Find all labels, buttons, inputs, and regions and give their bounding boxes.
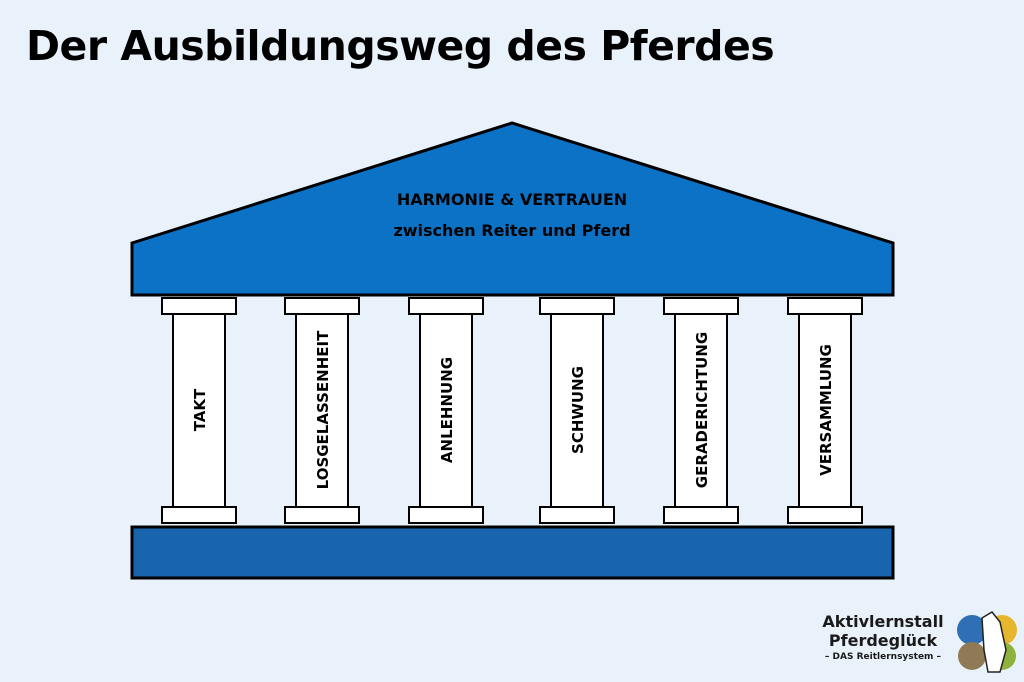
pillar-top-cap — [161, 297, 237, 315]
pillar-label: TAKT — [191, 388, 209, 431]
pillars: TAKT LOSGELASSENHEIT ANLEHNUNG SCHWUNG GERAD… — [161, 297, 863, 524]
pillar-bottom-cap — [539, 506, 615, 524]
roof — [130, 121, 895, 297]
pillar-label: ANLEHNUNG — [438, 357, 456, 463]
pillar-bottom-cap — [787, 506, 863, 524]
pillar-bottom-cap — [284, 506, 360, 524]
page-title: Der Ausbildungsweg des Pferdes — [26, 22, 775, 70]
pillar-bottom-cap — [161, 506, 237, 524]
pillar-bottom-cap — [408, 506, 484, 524]
logo-line-1: Aktivlernstall — [822, 612, 944, 631]
pillar-bottom-cap — [663, 506, 739, 524]
base — [130, 525, 895, 580]
logo: Aktivlernstall Pferdeglück – DAS Reitler… — [818, 612, 948, 662]
pillar-top-cap — [408, 297, 484, 315]
pillar-top-cap — [539, 297, 615, 315]
roof-line-1: HARMONIE & VERTRAUEN — [397, 190, 627, 209]
pillar-label: LOSGELASSENHEIT — [314, 330, 332, 489]
pillar-label: VERSAMMLUNG — [817, 344, 835, 476]
pillar-top-cap — [284, 297, 360, 315]
pillar-top-cap — [787, 297, 863, 315]
roof-line-2: zwischen Reiter und Pferd — [393, 221, 630, 240]
pillar-top-cap — [663, 297, 739, 315]
pillar-shaft — [295, 313, 349, 508]
pillar-label: GERADERICHTUNG — [693, 332, 711, 488]
pillar-label: SCHWUNG — [569, 366, 587, 454]
pillar-shaft — [419, 313, 473, 508]
logo-tagline: – DAS Reitlernsystem – — [824, 652, 942, 662]
logo-line-2: Pferdeglück — [828, 631, 938, 650]
pillar-shaft — [172, 313, 226, 508]
